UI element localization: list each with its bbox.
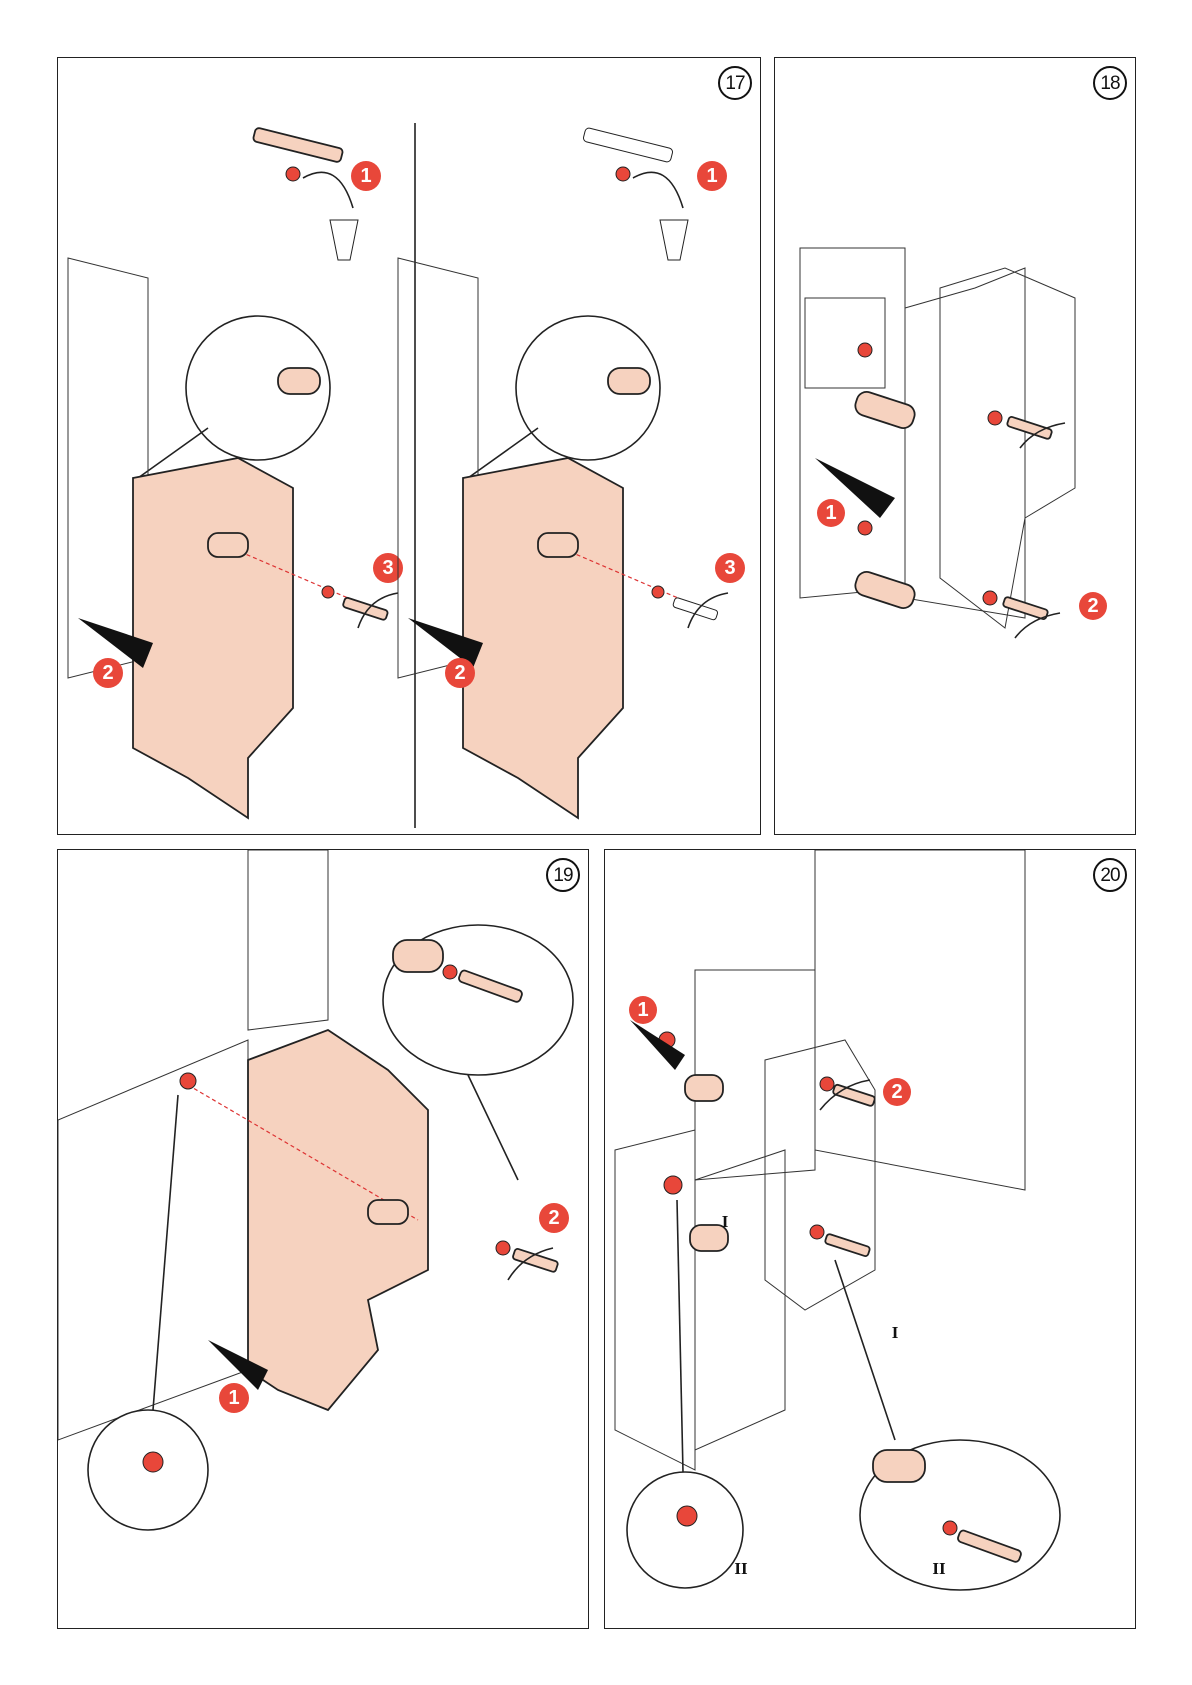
svg-text:1: 1 — [228, 1387, 239, 1409]
spacer-dashed — [368, 1200, 408, 1224]
left-assembly — [68, 127, 398, 818]
bolt-removed — [253, 127, 344, 162]
svg-text:2: 2 — [891, 1081, 902, 1103]
bolt — [512, 1248, 558, 1272]
spacer-upper — [853, 389, 917, 430]
frame-upper — [815, 850, 1025, 1190]
bolt-new — [342, 597, 388, 620]
washer — [496, 1241, 510, 1255]
svg-text:2: 2 — [1087, 595, 1098, 617]
step-20-illustration: 1 2 I I II II — [605, 850, 1136, 1629]
step-17-illustration: 1 2 3 1 2 — [58, 58, 761, 835]
nut-upper — [858, 343, 872, 357]
side-frame — [905, 268, 1025, 618]
panel-step-18: 18 1 2 — [774, 57, 1136, 835]
label-I-left: I — [722, 1212, 729, 1231]
mount-plate — [940, 268, 1075, 628]
waste-bin-icon — [330, 220, 358, 260]
frame-left — [58, 1040, 248, 1440]
frame-upper — [248, 850, 328, 1030]
panel-step-19: 19 1 2 — [57, 849, 589, 1629]
svg-text:2: 2 — [102, 662, 113, 684]
spacer-lower — [853, 569, 917, 610]
washer-removed — [286, 167, 300, 181]
label-II-left: II — [734, 1559, 748, 1578]
svg-text:1: 1 — [637, 999, 648, 1021]
washer-new — [322, 586, 334, 598]
spacer-dashed — [208, 533, 248, 557]
insert-arrow — [630, 1020, 685, 1070]
spacer-upper — [685, 1075, 723, 1101]
label-I-right: I — [892, 1323, 899, 1342]
label-II-right: II — [932, 1559, 946, 1578]
zoom-pointer-right — [468, 1075, 518, 1180]
right-assembly — [398, 127, 728, 818]
panel-step-17: 17 1 2 3 — [57, 57, 761, 835]
step-19-illustration: 1 2 — [58, 850, 589, 1629]
step-18-illustration: 1 2 — [775, 58, 1136, 835]
nut — [180, 1073, 196, 1089]
panel-step-20: 20 1 2 I I II II — [604, 849, 1136, 1629]
discard-arrow — [303, 172, 353, 208]
svg-text:1: 1 — [360, 165, 371, 187]
detail-zoom-nut — [627, 1472, 743, 1588]
svg-text:3: 3 — [382, 557, 393, 579]
svg-text:3: 3 — [724, 557, 735, 579]
svg-text:1: 1 — [825, 502, 836, 524]
side-plate — [133, 458, 293, 818]
mount-plate — [765, 1040, 875, 1310]
svg-text:1: 1 — [706, 165, 717, 187]
svg-text:2: 2 — [548, 1207, 559, 1229]
zoom-pointer-left — [153, 1095, 178, 1410]
breaker-body — [615, 1130, 695, 1470]
nut-lower — [858, 521, 872, 535]
spacer-detail — [278, 368, 320, 394]
svg-text:2: 2 — [454, 662, 465, 684]
